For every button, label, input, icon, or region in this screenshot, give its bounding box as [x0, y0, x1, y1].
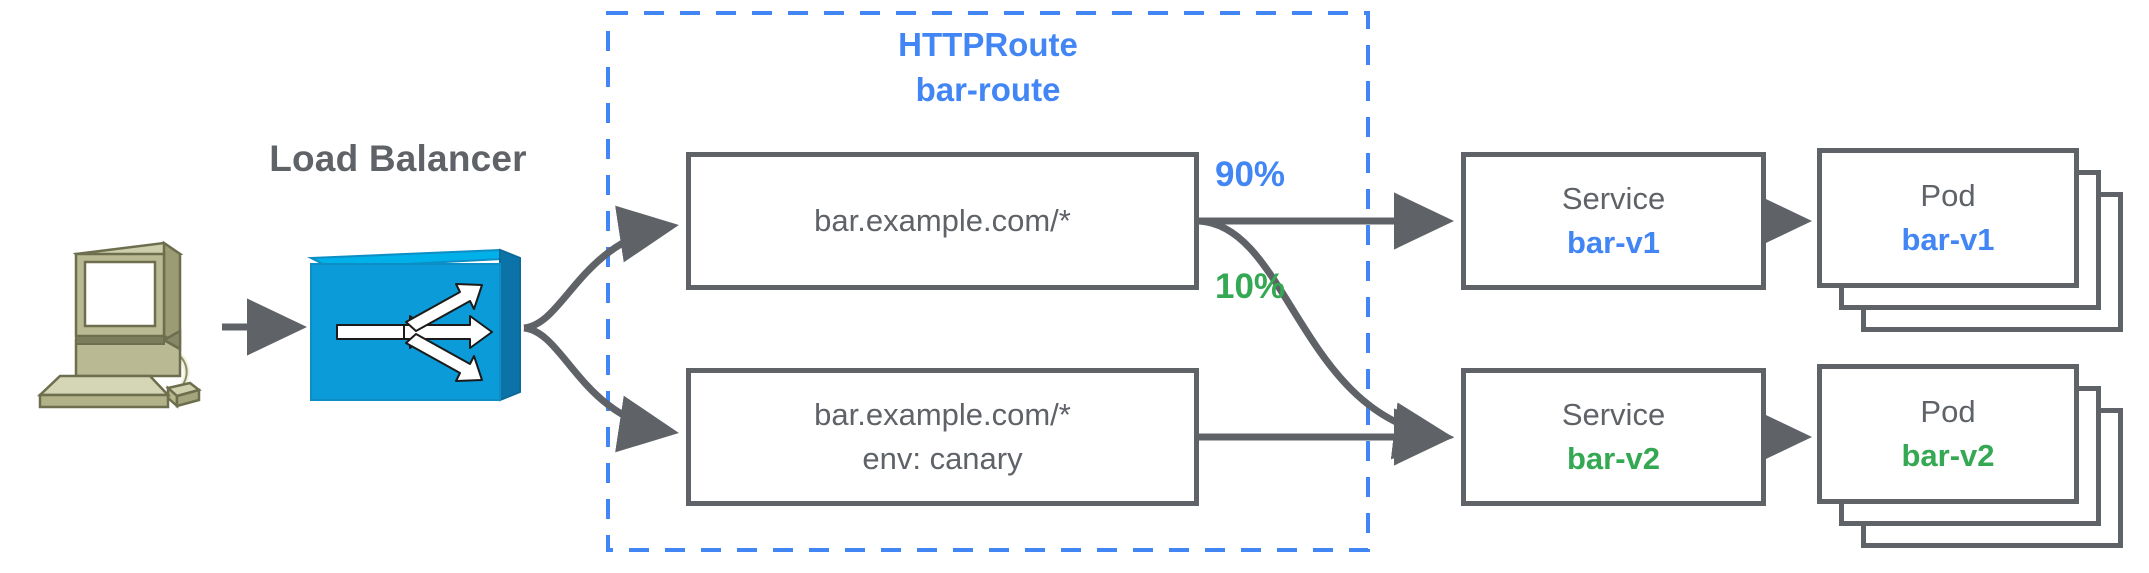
pod-stack-bar-v2-layer-1[interactable]: Pod bar-v2: [1817, 364, 2079, 504]
weight-label-90: 90%: [1215, 155, 1286, 194]
connector-match1-to-svc-v2: [1198, 217, 1454, 460]
match-rule-1-text: bar.example.com/*: [691, 199, 1194, 243]
pod-bar-v2-kind: Pod: [1920, 394, 1976, 429]
load-balancer-switch-icon: [307, 248, 521, 402]
httproute-name: bar-route: [915, 71, 1061, 108]
match-rule-1-hostpath: bar.example.com/*: [814, 203, 1071, 238]
match-rule-box-2[interactable]: bar.example.com/* env: canary: [686, 368, 1199, 506]
load-balancer-label: Load Balancer: [269, 138, 527, 179]
pod-bar-v2-text: Pod bar-v2: [1822, 390, 2074, 478]
httproute-boundary: [606, 11, 1370, 552]
weight-label-10: 10%: [1215, 267, 1286, 306]
pod-bar-v1-name: bar-v1: [1901, 222, 1995, 257]
pod-stack-bar-v1-layer-1[interactable]: Pod bar-v1: [1817, 148, 2079, 288]
service-box-bar-v2[interactable]: Service bar-v2: [1461, 368, 1766, 506]
service-bar-v2-kind: Service: [1561, 397, 1666, 432]
match-rule-box-1[interactable]: bar.example.com/*: [686, 152, 1199, 290]
service-box-bar-v1[interactable]: Service bar-v1: [1461, 152, 1766, 290]
httproute-title: HTTPRoute bar-route: [608, 22, 1368, 112]
match-rule-2-hostpath: bar.example.com/*: [814, 397, 1071, 432]
pod-bar-v1-kind: Pod: [1920, 178, 1976, 213]
service-bar-v1-kind: Service: [1561, 181, 1666, 216]
service-bar-v1-text: Service bar-v1: [1466, 177, 1761, 265]
match-rule-2-text: bar.example.com/* env: canary: [691, 393, 1194, 481]
pod-stack-bar-v2[interactable]: Pod bar-v2: [1817, 364, 2147, 554]
pod-stack-bar-v1[interactable]: Pod bar-v1: [1817, 148, 2147, 338]
httproute-kind: HTTPRoute: [898, 26, 1078, 63]
connector-lb-to-match-2: [523, 324, 679, 453]
service-bar-v1-name: bar-v1: [1566, 225, 1661, 260]
service-bar-v2-name: bar-v2: [1566, 441, 1661, 476]
computer-workstation-icon: [36, 240, 202, 409]
match-rule-2-header: env: canary: [862, 441, 1023, 476]
service-bar-v2-text: Service bar-v2: [1466, 393, 1761, 481]
pod-bar-v2-name: bar-v2: [1901, 438, 1995, 473]
connector-lb-to-match-1: [523, 205, 679, 332]
pod-bar-v1-text: Pod bar-v1: [1822, 174, 2074, 262]
